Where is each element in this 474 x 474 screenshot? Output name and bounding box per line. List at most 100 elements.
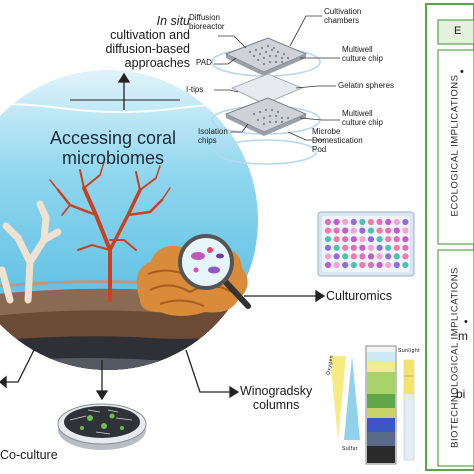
well (393, 236, 400, 243)
well (385, 261, 392, 269)
implications-panel (425, 3, 474, 471)
well (359, 244, 366, 251)
well (385, 227, 392, 234)
well (367, 218, 375, 226)
well (402, 236, 409, 243)
itips-label: I-tips (186, 85, 204, 94)
central-title-line1: Accessing coral (49, 128, 177, 148)
well (333, 236, 340, 243)
winogradsky-label-2: columns (252, 398, 300, 412)
insitu-line2: diffusion-based (105, 42, 190, 56)
well (324, 244, 332, 251)
winogradsky-columns (330, 345, 415, 465)
magnifying-glass (178, 234, 251, 309)
well (324, 236, 332, 243)
well (324, 227, 332, 234)
panel-partial-top: E (454, 25, 462, 37)
well (342, 253, 349, 260)
well (402, 244, 409, 251)
well (385, 218, 392, 226)
well (367, 253, 375, 260)
multiwell-top-label-2: culture chip (342, 53, 383, 63)
well (393, 253, 400, 260)
well (350, 253, 357, 260)
well (359, 236, 366, 243)
sulfur-label: Sulfur (342, 446, 359, 452)
red-sea-fan-coral (49, 161, 171, 302)
well (367, 227, 375, 234)
well (393, 227, 400, 234)
well (385, 236, 392, 243)
well (324, 261, 332, 269)
well (359, 261, 366, 269)
diffusion-bioreactor-label-1: Diffusion (189, 13, 220, 22)
diffusion-bioreactor-label-2: bioreactor (189, 21, 225, 31)
well (359, 253, 366, 260)
well (333, 227, 340, 234)
well (324, 253, 332, 260)
well (350, 227, 357, 234)
white-branching-coral (0, 200, 62, 304)
well (402, 218, 409, 226)
culturomics-wells (324, 218, 409, 269)
sunlight-label: Sunlight (398, 348, 421, 354)
winogradsky-label-1: Winogradsky (240, 384, 313, 398)
well (376, 227, 383, 234)
well (393, 244, 400, 251)
well (359, 218, 366, 226)
well (367, 261, 375, 269)
microbe-pod-label-3: Pod (312, 144, 327, 154)
well (350, 261, 357, 269)
cultivation-chambers-label-1: Cultivation (324, 7, 362, 16)
well (393, 218, 400, 226)
insitu-line3: approaches (124, 56, 190, 70)
well (367, 244, 375, 251)
panel-partial-mid1: m (458, 329, 468, 343)
cultivation-chambers-label-2: chambers (324, 15, 360, 25)
gelatin-spheres-label: Gelatin spheres (338, 81, 395, 90)
coculture-label: Co-culture (0, 448, 58, 462)
well (385, 244, 392, 251)
well (333, 218, 340, 226)
central-title-line2: microbiomes (61, 148, 165, 169)
isolation-chips-label-2: chips (198, 135, 217, 145)
well (342, 218, 349, 226)
insitu-italic: In situ (156, 14, 190, 28)
well (376, 261, 383, 269)
well (350, 218, 357, 226)
well (376, 236, 383, 243)
well (324, 218, 332, 226)
well (402, 253, 409, 260)
microbe-pod-label-1: Microbe (312, 127, 341, 136)
well (376, 253, 383, 260)
well (402, 227, 409, 234)
well (393, 261, 400, 269)
biotechnological-implications-label: BIOTECHNOLOGICAL IMPLICATIONS (449, 267, 461, 448)
culturomics-label: Culturomics (326, 289, 392, 303)
multiwell-top-label-1: Multiwell (342, 45, 373, 54)
well (350, 236, 357, 243)
well (376, 244, 383, 251)
ecological-implications-label: ECOLOGICAL IMPLICATIONS (449, 74, 461, 217)
insitu-line1: cultivation and (110, 28, 190, 42)
well (342, 236, 349, 243)
multiwell-bottom-label-2: culture chip (342, 117, 383, 127)
well (402, 261, 409, 269)
well (342, 261, 349, 269)
well (333, 244, 340, 251)
well (333, 261, 340, 269)
well (376, 218, 383, 226)
well (342, 227, 349, 234)
well (350, 244, 357, 251)
well (385, 253, 392, 260)
panel-partial-mid2: bi (456, 387, 466, 401)
multiwell-bottom-label-1: Multiwell (342, 109, 373, 118)
coculture-petri-dish (57, 403, 147, 450)
pad-label: PAD (196, 58, 212, 67)
well (342, 244, 349, 251)
isolation-chips-label-1: Isolation (198, 127, 228, 136)
well (367, 236, 375, 243)
microbe-pod-label-2: Domestication (312, 135, 363, 145)
diffusion-chip-stack (211, 15, 340, 165)
